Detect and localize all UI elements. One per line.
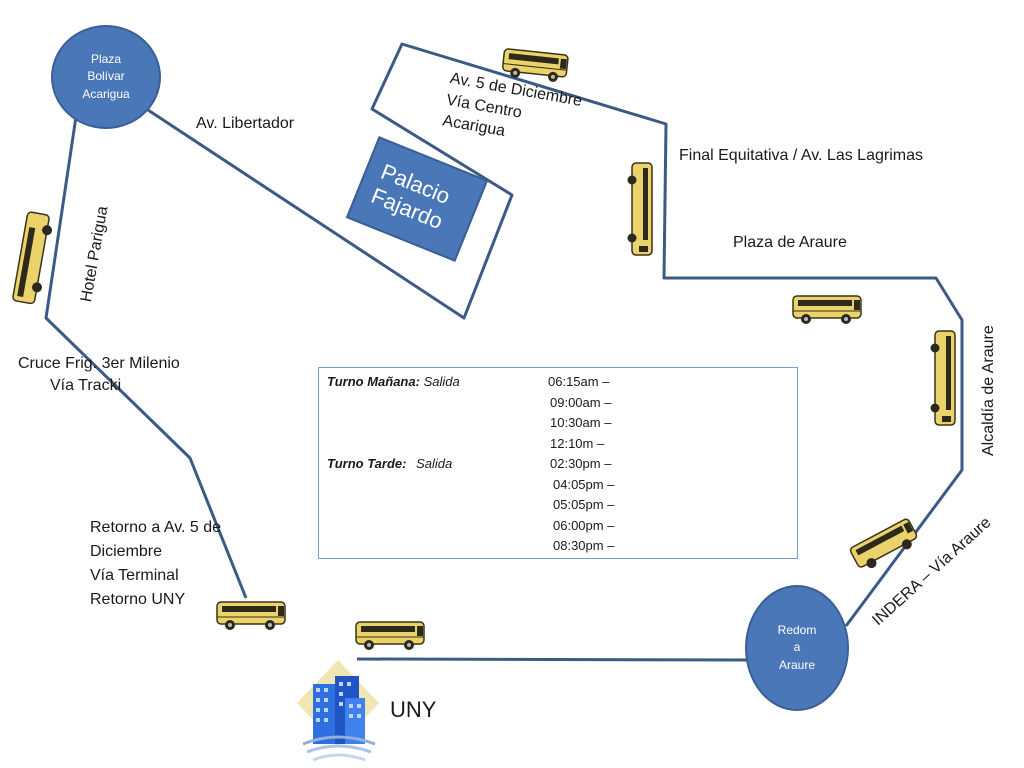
school-bus-icon [12,211,52,305]
route-line-libertador [147,42,964,627]
time-slot: 05:05pm – [553,497,615,512]
school-bus-icon [501,48,569,82]
morning-shift-label: Turno Mañana: [327,374,420,389]
school-bus-icon [627,162,653,256]
label-line: Vía Terminal [90,567,179,584]
time-slot: 02:30pm – [550,456,612,471]
school-bus-icon [849,518,918,569]
route-line-west [44,109,248,599]
building-icon [297,660,379,762]
label-alcaldia-araure: Alcaldía de Araure [980,325,997,456]
school-bus-icon [355,621,425,650]
stop-label-line: Redom [777,622,817,637]
label-plaza-araure: Plaza de Araure [733,234,847,251]
time-slot: 10:30am – [550,415,612,430]
stop-label-line: Acarigua [82,86,130,101]
departure-label: Salida [416,456,453,471]
stop-label-line: a [793,640,801,655]
time-slot: 06:00pm – [553,517,615,533]
time-slot: 08:30pm – [553,538,615,553]
stop-plaza-bolivar: Plaza Bolívar Acarigua [51,25,161,129]
label-uny: UNY [390,697,437,722]
label-line: Retorno a Av. 5 de [90,519,222,536]
label-retorno: Retorno a Av. 5 de Diciembre Vía Termina… [90,516,221,612]
stop-redoma-araure: Redom a Araure [745,585,849,711]
label-av-libertador: Av. Libertador [196,115,295,132]
school-bus-icon [930,330,956,426]
school-bus-icon [792,295,862,324]
schedule-morning-heading: Turno Mañana: Salida [327,372,460,393]
time-slot: 12:10m – [550,435,605,451]
schedule-afternoon-heading: Turno Tarde: Salida [327,454,452,475]
school-bus-icon [216,601,286,630]
stop-label-line: Bolívar [87,69,125,84]
time-slot: 09:00am – [550,394,612,410]
label-line: Vía Tracki [50,376,122,394]
label-line: Retorno UNY [90,591,186,608]
label-cruce-frig: Cruce Frig. 3er Milenio Vía Tracki [18,353,180,396]
label-line: Cruce Frig. 3er Milenio [18,355,180,372]
stop-label-line: Plaza [90,51,122,66]
stop-label-line: Araure [778,657,816,672]
schedule-box: Turno Mañana: Salida 06:15am – 09:00am –… [318,367,798,559]
label-final-equitativa: Final Equitativa / Av. Las Lagrimas [679,147,923,164]
time-slot: 06:15am – [548,374,610,389]
label-line: Diciembre [90,543,163,560]
afternoon-shift-label: Turno Tarde: [327,456,407,471]
time-slot: 04:05pm – [553,476,615,492]
departure-label: Salida [423,374,460,389]
route-line-south [356,657,753,662]
